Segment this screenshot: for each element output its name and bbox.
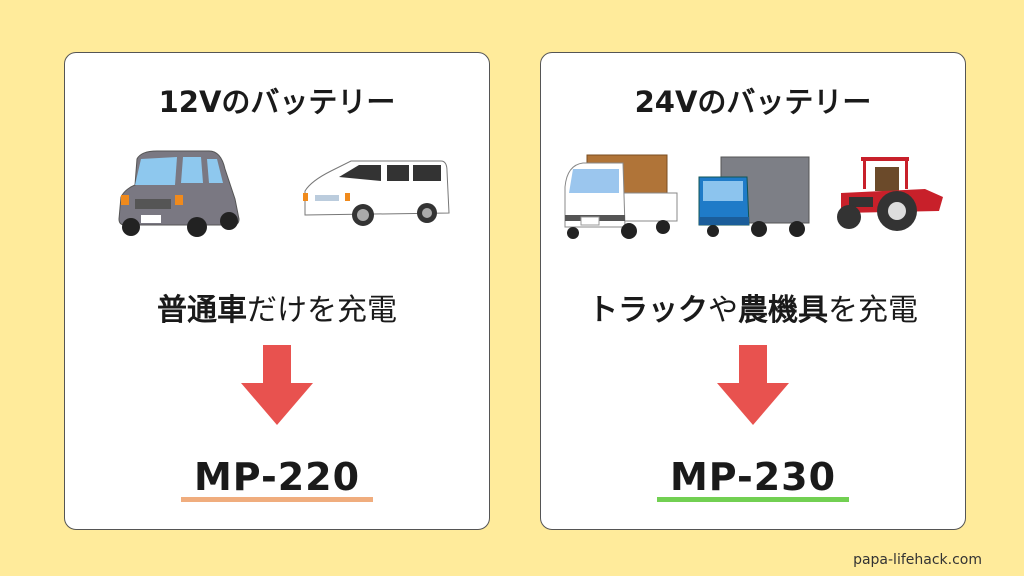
kei-truck-icon — [564, 154, 678, 239]
panel-description: 普通車だけを充電 — [65, 285, 489, 329]
desc-text: を充電 — [828, 293, 918, 328]
site-footer: papa-lifehack.com — [853, 552, 982, 568]
vehicle-illustrations — [65, 149, 489, 244]
panel-12v: 12Vのバッテリー 普通車だけを充電 MP-220 — [64, 52, 490, 530]
desc-text: や — [708, 293, 738, 328]
desc-bold: 普通車 — [157, 293, 247, 328]
tractor-icon — [837, 157, 943, 231]
box-truck-icon — [698, 156, 810, 237]
model-name: MP-220 — [193, 455, 361, 499]
panel-24v: 24Vのバッテリー トラックや農機具を充電 MP-230 — [540, 52, 966, 530]
desc-text: だけを充電 — [247, 293, 397, 328]
model-name: MP-230 — [669, 455, 837, 499]
model-underline — [657, 497, 849, 502]
panel-title: 24Vのバッテリー — [634, 85, 872, 119]
vehicle-illustrations — [541, 149, 965, 244]
panel-title: 12Vのバッテリー — [158, 85, 396, 119]
minivan-icon — [303, 160, 450, 226]
desc-bold: 農機具 — [738, 293, 828, 328]
model-underline — [181, 497, 373, 502]
compact-car-icon — [118, 150, 240, 237]
panel-description: トラックや農機具を充電 — [541, 285, 965, 329]
desc-bold: トラック — [588, 293, 708, 328]
down-arrow-icon — [717, 345, 789, 425]
down-arrow-icon — [241, 345, 313, 425]
